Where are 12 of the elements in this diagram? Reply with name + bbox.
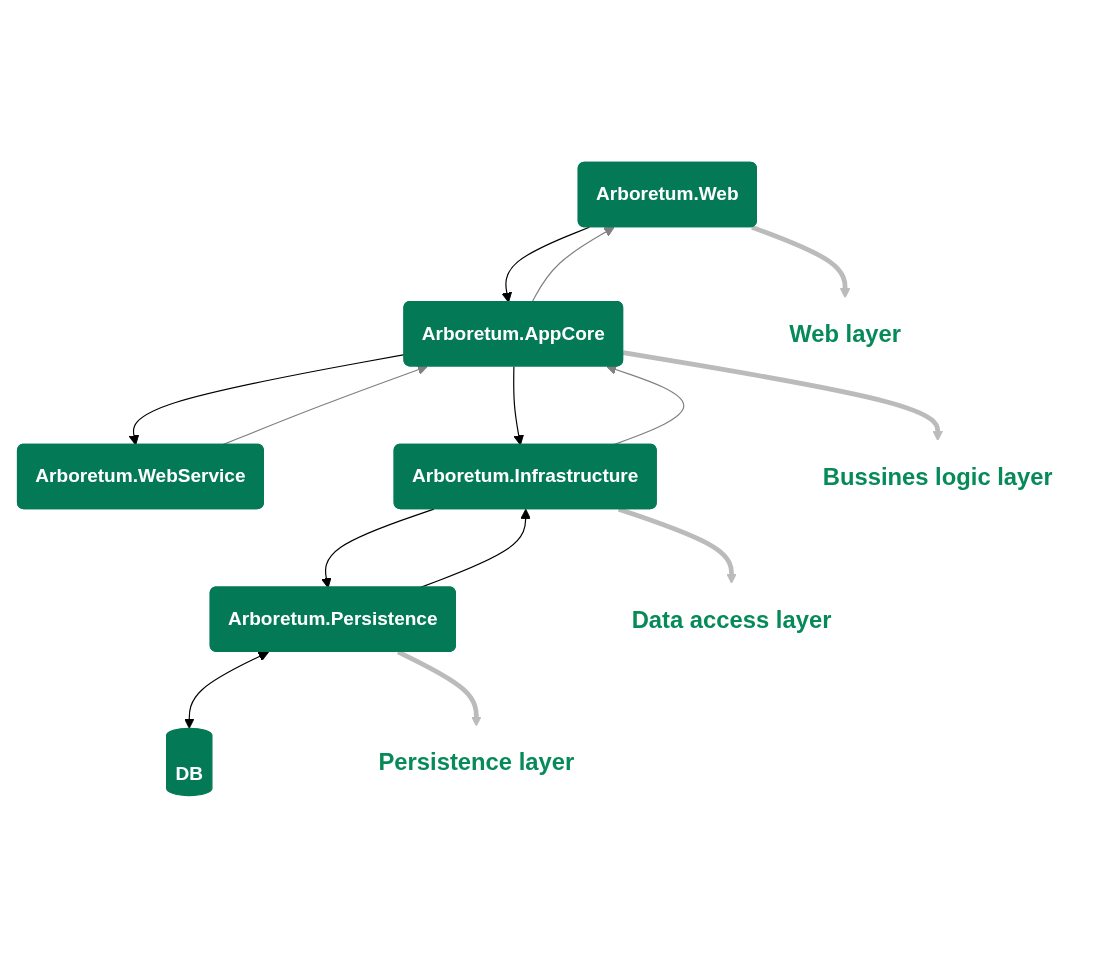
- arrow: [622, 350, 943, 442]
- arrow: [606, 364, 685, 446]
- arrow: [531, 226, 615, 303]
- arrow: [513, 365, 524, 446]
- arrow: [501, 226, 590, 303]
- node-text: Bussines logic layer: [822, 463, 1053, 490]
- arrow: [751, 224, 851, 299]
- arrow: [321, 508, 435, 589]
- node-text: Web layer: [789, 320, 902, 347]
- arrow: [184, 651, 269, 729]
- node-text: Persistence layer: [378, 748, 575, 775]
- node-text: Data access layer: [631, 606, 832, 633]
